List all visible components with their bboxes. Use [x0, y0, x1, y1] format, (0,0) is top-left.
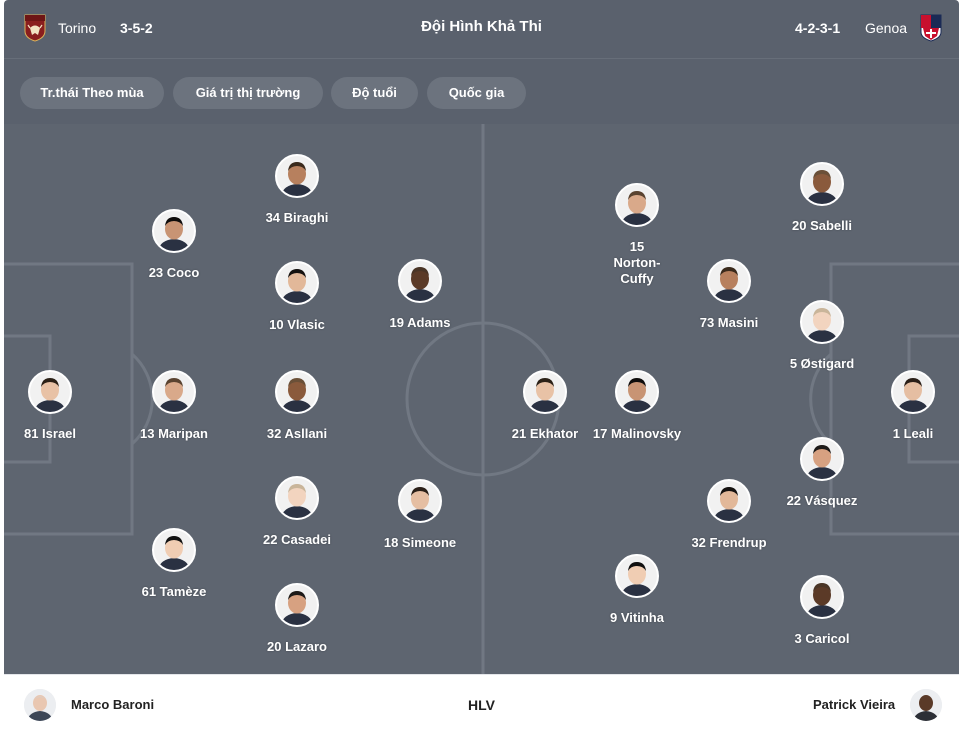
player-avatar — [275, 476, 319, 520]
player-avatar — [615, 554, 659, 598]
player-avatar — [523, 370, 567, 414]
filter-age-button[interactable]: Độ tuổi — [331, 77, 418, 109]
player-name: 81 Israel — [23, 426, 77, 441]
player-name: 21 Ekhator — [511, 426, 579, 441]
player-name: 19 Adams — [389, 315, 451, 330]
player-avatar — [891, 370, 935, 414]
player-name: 10 Vlasic — [269, 317, 325, 332]
player-avatar — [800, 575, 844, 619]
player-name: 61 Tamèze — [141, 584, 207, 599]
player-avatar — [152, 370, 196, 414]
player-name: 15 Norton-Cuffy — [613, 239, 661, 286]
player-name: 23 Coco — [148, 265, 200, 280]
player-name: 32 Asllani — [266, 426, 328, 441]
filter-season-form-button[interactable]: Tr.thái Theo mùa — [20, 77, 164, 109]
player-avatar — [800, 300, 844, 344]
player-name: 22 Casadei — [263, 532, 331, 547]
away-team-name[interactable]: Genoa — [865, 20, 908, 36]
player-name: 73 Masini — [699, 315, 759, 330]
player-name: 13 Maripan — [140, 426, 208, 441]
torino-bull-crest-icon[interactable] — [24, 14, 46, 42]
player-avatar — [800, 437, 844, 481]
player-avatar — [275, 154, 319, 198]
player-name: 5 Østigard — [789, 356, 855, 371]
player-name: 22 Vásquez — [786, 493, 858, 508]
player-avatar — [800, 162, 844, 206]
coach-label: HLV — [468, 697, 495, 713]
player-avatar — [275, 261, 319, 305]
player-name: 34 Biraghi — [265, 210, 329, 225]
player-name: 3 Caricol — [794, 631, 850, 646]
player-avatar — [152, 528, 196, 572]
genoa-crest-icon[interactable] — [920, 14, 942, 42]
player-avatar — [398, 479, 442, 523]
player-avatar — [152, 209, 196, 253]
home-coach-avatar[interactable] — [24, 689, 56, 721]
player-name: 32 Frendrup — [691, 535, 767, 550]
player-avatar — [615, 183, 659, 227]
player-avatar — [275, 370, 319, 414]
player-avatar — [707, 479, 751, 523]
home-team-name[interactable]: Torino — [58, 20, 97, 36]
away-coach-avatar[interactable] — [910, 689, 942, 721]
home-formation: 3-5-2 — [120, 20, 153, 36]
player-avatar — [275, 583, 319, 627]
player-avatar — [398, 259, 442, 303]
filter-bar: Tr.thái Theo mùa Giá trị thị trường Độ t… — [4, 58, 959, 124]
pitch: 81 Israel 13 Maripan 23 Coco 61 Tamèze 3… — [4, 124, 959, 674]
player-avatar — [707, 259, 751, 303]
player-name: 18 Simeone — [383, 535, 457, 550]
coaches-bar: Marco Baroni HLV Patrick Vieira — [4, 674, 959, 740]
away-formation: 4-2-3-1 — [795, 20, 841, 36]
lineup-header: Torino 3-5-2 Đội Hình Khả Thi 4-2-3-1 Ge… — [4, 0, 959, 58]
lineup-title: Đội Hình Khả Thi — [421, 18, 542, 35]
away-coach-name[interactable]: Patrick Vieira — [813, 697, 896, 712]
filter-country-button[interactable]: Quốc gia — [427, 77, 526, 109]
player-name: 20 Sabelli — [792, 218, 852, 233]
player-name: 17 Malinovsky — [592, 426, 682, 441]
player-avatar — [28, 370, 72, 414]
player-avatar — [615, 370, 659, 414]
player-name: 9 Vitinha — [610, 610, 664, 625]
player-name: 1 Leali — [892, 426, 934, 441]
player-name: 20 Lazaro — [267, 639, 327, 654]
filter-market-value-button[interactable]: Giá trị thị trường — [173, 77, 323, 109]
lineup-widget: Torino 3-5-2 Đội Hình Khả Thi 4-2-3-1 Ge… — [4, 0, 959, 740]
home-coach-name[interactable]: Marco Baroni — [71, 697, 155, 712]
